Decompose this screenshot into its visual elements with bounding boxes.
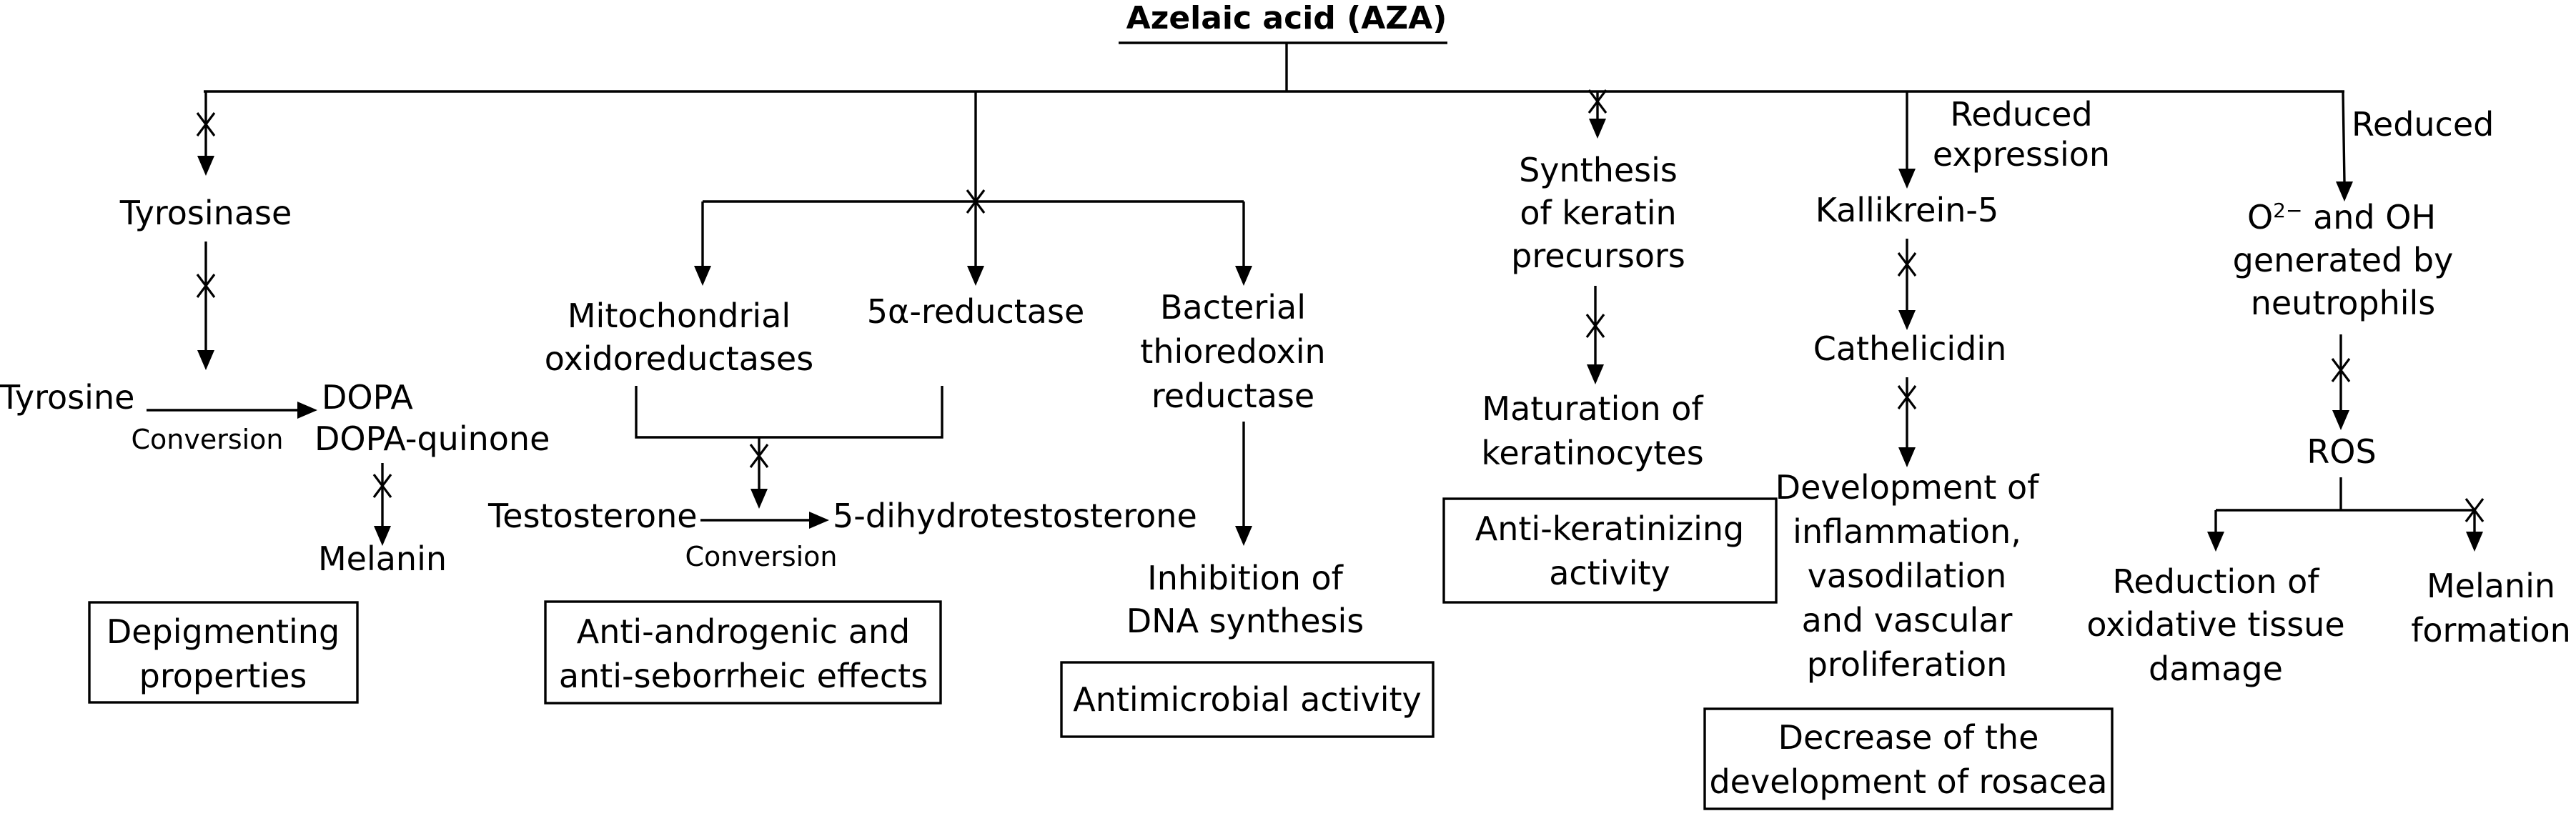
dht-label: 5-dihydrotestosterone	[833, 497, 1197, 535]
bacterial-line3: reductase	[1151, 377, 1314, 415]
effect-depigmenting-line1: Depigmenting	[106, 612, 340, 651]
inhibition-line2: DNA synthesis	[1126, 602, 1364, 640]
5a-reductase-label: 5α-reductase	[867, 292, 1085, 331]
diagram-title: Azelaic acid (AZA)	[1126, 0, 1447, 36]
o2-superscript: 2−	[2273, 199, 2302, 222]
synthesis-line1: Synthesis	[1519, 151, 1678, 189]
branch-ros: Reduced O2− and OH generated by neutroph…	[2086, 91, 2571, 688]
testosterone-label: Testosterone	[487, 497, 698, 535]
effect-depigmenting-line2: properties	[139, 657, 307, 695]
tyrosinase-label: Tyrosinase	[119, 194, 292, 232]
kallikrein-label: Kallikrein-5	[1815, 191, 1999, 229]
ros-label: ROS	[2307, 432, 2376, 471]
arrow-aza-to-neutrophils	[2342, 91, 2346, 184]
inhibition-line1: Inhibition of	[1147, 559, 1344, 597]
reduced-expression-line1: Reduced	[1950, 95, 2092, 134]
development-line3: vasodilation	[1808, 557, 2007, 595]
conversion-label: Conversion	[131, 424, 283, 455]
effect-rosacea-line2: development of rosacea	[1709, 762, 2107, 801]
conversion-label: Conversion	[685, 541, 837, 572]
development-line4: and vascular	[1802, 601, 2013, 640]
effect-antimicrobial-label: Antimicrobial activity	[1073, 680, 1422, 719]
inhibit-mark	[196, 274, 216, 298]
generated-line1: generated by	[2233, 241, 2454, 279]
melanin-label: Melanin	[318, 539, 447, 578]
inhibit-mark	[1585, 314, 1605, 338]
effect-antikeratinizing-line2: activity	[1549, 554, 1670, 592]
development-line5: proliferation	[1807, 645, 2008, 684]
effect-antiandrogenic-line2: anti-seborrheic effects	[559, 657, 928, 695]
inhibit-mark	[1587, 89, 1607, 114]
inhibit-mark	[196, 112, 216, 136]
effect-antikeratinizing-line1: Anti-keratinizing	[1475, 509, 1744, 548]
effect-rosacea-line1: Decrease of the	[1778, 718, 2039, 757]
o2-label: O2− and OH	[2247, 198, 2436, 237]
reduction-line1: Reduction of	[2113, 562, 2321, 601]
effect-box-antimicrobial	[1060, 661, 1435, 738]
bacterial-line1: Bacterial	[1160, 288, 1306, 327]
inhibit-mark	[372, 474, 392, 498]
dopa-quinone-label: DOPA-quinone	[314, 419, 550, 458]
combine-bracket	[635, 386, 943, 439]
effect-box-antiandrogenic	[544, 600, 942, 705]
dopa-label: DOPA	[322, 378, 413, 417]
o2-rest: and OH	[2302, 198, 2436, 237]
synthesis-line3: precursors	[1511, 237, 1685, 275]
inhibit-mark	[2464, 498, 2485, 522]
branch-tyrosinase: Tyrosinase Tyrosine Conversion DOPA DOPA…	[0, 91, 550, 704]
effect-antiandrogenic-line1: Anti-androgenic and	[577, 612, 911, 651]
cathelicidin-label: Cathelicidin	[1813, 329, 2007, 368]
development-line2: inflammation,	[1793, 512, 2021, 551]
inhibit-mark	[1897, 252, 1917, 277]
branch-keratin: Synthesis of keratin precursors Maturati…	[1442, 89, 1778, 604]
bacterial-line2: thioredoxin	[1140, 332, 1325, 371]
inhibit-mark	[749, 444, 769, 468]
generated-line2: neutrophils	[2251, 284, 2436, 322]
melanin-formation-line2: formation	[2411, 611, 2571, 650]
maturation-line2: keratinocytes	[1481, 434, 1703, 472]
maturation-line1: Maturation of	[1482, 389, 1704, 428]
branch-kallikrein: Reduced expression Kallikrein-5 Cathelic…	[1703, 91, 2114, 810]
reduction-line2: oxidative tissue	[2086, 605, 2344, 644]
effect-box-rosacea	[1703, 707, 2114, 810]
reduction-line3: damage	[2149, 650, 2283, 688]
tyrosine-label: Tyrosine	[0, 378, 134, 417]
effect-box-depigmenting	[88, 601, 359, 704]
development-line1: Development of	[1775, 468, 2040, 507]
reduced-expression-line2: expression	[1933, 135, 2110, 174]
inhibit-mark	[2331, 358, 2351, 382]
effect-box-antikeratinizing	[1442, 497, 1778, 604]
mito-line1: Mitochondrial	[568, 297, 791, 335]
branch-reductases: Mitochondrial oxidoreductases 5α-reducta…	[487, 91, 1435, 738]
mito-line2: oxidoreductases	[545, 339, 813, 378]
o2-base: O	[2247, 198, 2273, 237]
melanin-formation-line1: Melanin	[2427, 567, 2555, 605]
inhibit-mark	[1897, 385, 1917, 409]
synthesis-line2: of keratin	[1520, 194, 1676, 232]
reduced-label: Reduced	[2352, 105, 2494, 144]
